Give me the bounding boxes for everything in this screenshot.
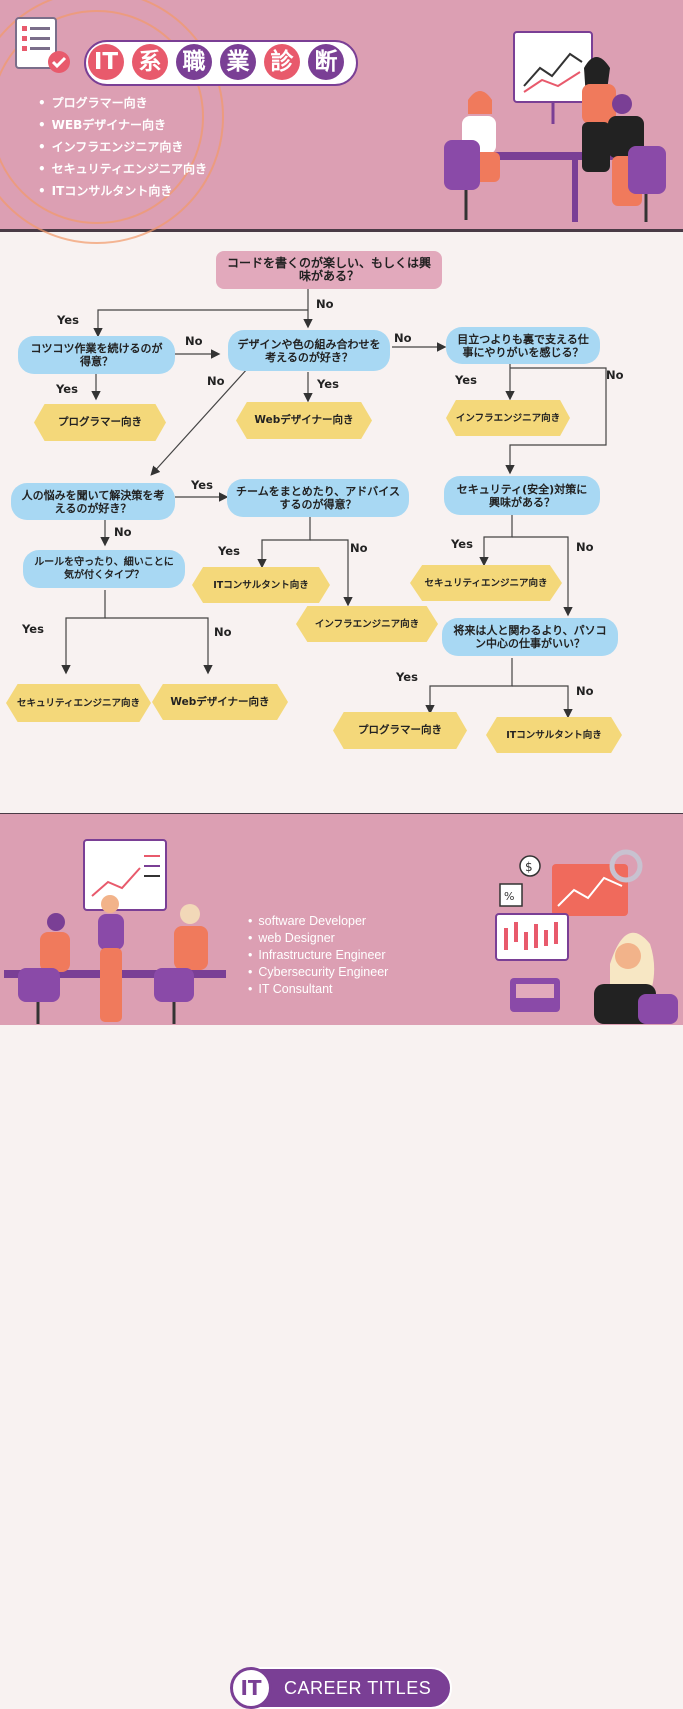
yes-label: Yes bbox=[317, 377, 339, 391]
yes-label: Yes bbox=[451, 537, 473, 551]
career-title-item: web Designer bbox=[248, 931, 334, 945]
question-design: デザインや色の組み合わせを考えるのが好き？ bbox=[228, 330, 390, 371]
start-question: コードを書くのが楽しい、もしくは興味がある？ bbox=[216, 251, 442, 289]
no-label: No bbox=[394, 331, 412, 345]
yes-label: Yes bbox=[57, 313, 79, 327]
question-pc-centered: 将来は人と関わるより、パソコン中心の仕事がいい？ bbox=[442, 618, 618, 656]
team-meeting-illustration bbox=[444, 31, 666, 222]
question-steady-work: コツコツ作業を続けるのが得意？ bbox=[18, 336, 175, 374]
question-support-role: 目立つよりも裏で支える仕事にやりがいを感じる？ bbox=[446, 327, 600, 364]
result-programmer: プログラマー向き bbox=[333, 712, 467, 749]
yes-label: Yes bbox=[22, 622, 44, 636]
no-label: No bbox=[576, 684, 594, 698]
result-programmer: プログラマー向き bbox=[34, 404, 166, 441]
footer-band: IT CAREER TITLES software Developer web … bbox=[0, 813, 683, 1709]
it-badge: IT bbox=[230, 1667, 272, 1709]
yes-label: Yes bbox=[396, 670, 418, 684]
decorative-ring bbox=[0, 10, 204, 224]
title-char: 職 bbox=[176, 44, 212, 80]
title-char: 診 bbox=[264, 44, 300, 80]
title-char: 系 bbox=[132, 44, 168, 80]
yes-label: Yes bbox=[191, 478, 213, 492]
checklist-icon bbox=[15, 17, 70, 73]
no-label: No bbox=[185, 334, 203, 348]
result-security-engineer: セキュリティエンジニア向き bbox=[6, 684, 151, 722]
result-web-designer: Webデザイナー向き bbox=[236, 402, 372, 439]
bullet-item: インフラエンジニア向き bbox=[38, 138, 184, 155]
career-titles-text: CAREER TITLES bbox=[284, 1678, 432, 1698]
bullet-item: プログラマー向き bbox=[38, 94, 148, 111]
no-label: No bbox=[214, 625, 232, 639]
yes-label: Yes bbox=[56, 382, 78, 396]
yes-label: Yes bbox=[455, 373, 477, 387]
result-security-engineer: セキュリティエンジニア向き bbox=[410, 565, 562, 601]
flow-connectors bbox=[61, 288, 607, 719]
no-label: No bbox=[316, 297, 334, 311]
bullet-item: ITコンサルタント向き bbox=[38, 182, 173, 199]
career-titles-header: IT CAREER TITLES bbox=[230, 1667, 452, 1709]
team-meeting-illustration bbox=[4, 839, 226, 1024]
decorative-ring bbox=[0, 0, 224, 244]
result-infra-engineer: インフラエンジニア向き bbox=[296, 606, 438, 642]
question-security: セキュリティ(安全)対策に興味がある？ bbox=[444, 476, 600, 515]
career-title-item: Infrastructure Engineer bbox=[248, 948, 385, 962]
title-char: IT bbox=[88, 44, 124, 80]
title-char: 断 bbox=[308, 44, 344, 80]
career-title-item: Cybersecurity Engineer bbox=[248, 965, 388, 979]
question-rules-detail: ルールを守ったり、細いことに気が付くタイプ？ bbox=[23, 550, 185, 588]
bullet-item: WEBデザイナー向き bbox=[38, 116, 166, 133]
analyst-illustration: $ % bbox=[495, 849, 678, 1024]
no-label: No bbox=[207, 374, 225, 388]
bullet-item: セキュリティエンジニア向き bbox=[38, 160, 207, 177]
no-label: No bbox=[606, 368, 624, 382]
result-it-consultant: ITコンサルタント向き bbox=[192, 567, 330, 603]
title-char: 業 bbox=[220, 44, 256, 80]
career-title-item: IT Consultant bbox=[248, 982, 332, 996]
svg-text:%: % bbox=[504, 890, 514, 903]
question-team-lead: チームをまとめたり、アドバイスするのが得意？ bbox=[227, 479, 409, 517]
no-label: No bbox=[114, 525, 132, 539]
result-infra-engineer: インフラエンジニア向き bbox=[446, 400, 570, 436]
page-title: IT 系 職 業 診 断 bbox=[84, 40, 358, 86]
result-web-designer: Webデザイナー向き bbox=[152, 684, 288, 720]
no-label: No bbox=[350, 541, 368, 555]
svg-text:$: $ bbox=[525, 860, 533, 874]
header-band: IT 系 職 業 診 断 プログラマー向き WEBデザイナー向き インフラエンジ… bbox=[0, 0, 683, 244]
no-label: No bbox=[576, 540, 594, 554]
career-title-item: software Developer bbox=[248, 914, 366, 928]
question-solve-problems: 人の悩みを聞いて解決策を考えるのが好き？ bbox=[11, 483, 175, 520]
result-it-consultant: ITコンサルタント向き bbox=[486, 717, 622, 753]
yes-label: Yes bbox=[218, 544, 240, 558]
